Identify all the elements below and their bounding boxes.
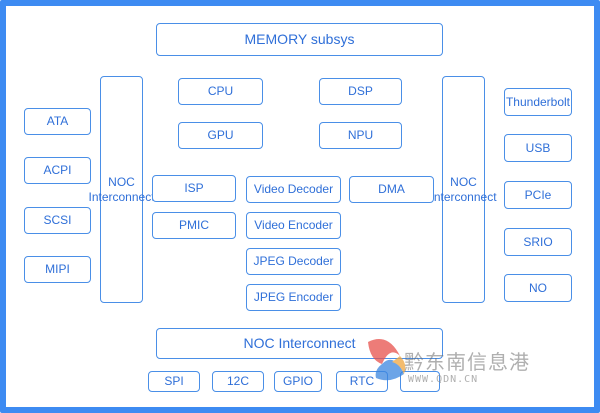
bottom-peripheral-12c: 12C [212, 371, 264, 392]
right-peripheral-no: NO [504, 274, 572, 302]
dsp-block: DSP [319, 78, 402, 105]
video-encoder-block: Video Encoder [246, 212, 341, 239]
left-peripheral-scsi: SCSI [24, 207, 91, 234]
watermark-text: 黔东南信息港 [404, 350, 530, 374]
noc-left: NOC Interconnect [88, 76, 155, 303]
right-peripheral-usb: USB [504, 134, 572, 162]
left-peripheral-acpi: ACPI [24, 157, 91, 184]
isp-block: ISP [152, 175, 236, 202]
pmic-block: PMIC [152, 212, 236, 239]
bottom-peripheral-blank [400, 371, 440, 392]
right-peripheral-srio: SRIO [504, 228, 572, 256]
npu-block: NPU [319, 122, 402, 149]
right-peripheral-thunderbolt: Thunderbolt [504, 88, 572, 116]
bottom-peripheral-rtc: RTC [336, 371, 388, 392]
left-peripheral-ata: ATA [24, 108, 91, 135]
right-peripheral-pcie: PCIe [504, 181, 572, 209]
jpeg-encoder-block: JPEG Encoder [246, 284, 341, 311]
left-peripheral-mipi: MIPI [24, 256, 91, 283]
watermark-url: WWW.QDN.CN [408, 374, 479, 385]
video-decoder-block: Video Decoder [246, 176, 341, 203]
bottom-peripheral-spi: SPI [148, 371, 200, 392]
noc-right: NOC Interconnect [430, 76, 497, 303]
memory-subsys: MEMORY subsys [156, 23, 443, 56]
dma-block: DMA [349, 176, 434, 203]
cpu-block: CPU [178, 78, 263, 105]
noc-bottom: NOC Interconnect [156, 328, 443, 359]
bottom-peripheral-gpio: GPIO [274, 371, 322, 392]
gpu-block: GPU [178, 122, 263, 149]
jpeg-decoder-block: JPEG Decoder [246, 248, 341, 275]
